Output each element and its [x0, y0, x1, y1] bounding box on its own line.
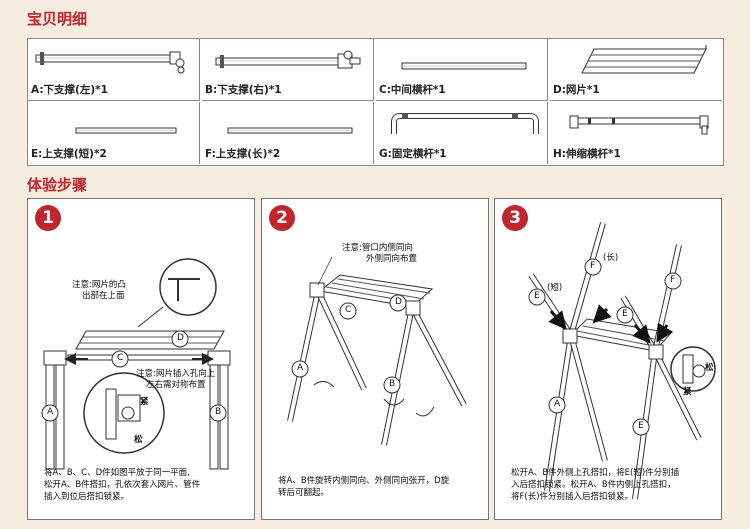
- part-e-illustration: [75, 127, 177, 134]
- step-1-label-a: A: [47, 407, 54, 417]
- part-label-h: H:伸缩横杆*1: [553, 148, 621, 160]
- step-1-note-2a: 注意:网片插入孔向上: [136, 369, 216, 379]
- step-3-label-f-tag: (长): [603, 253, 619, 263]
- step-1-illustration: [41, 258, 231, 470]
- part-cell-f: F:上支撑(长)*2: [202, 102, 374, 164]
- part-label-b: B:下支撑(右)*1: [205, 84, 282, 96]
- step-3-label-e-2: E: [622, 309, 628, 319]
- part-label-f: F:上支撑(长)*2: [205, 148, 281, 160]
- part-label-d: D:网片*1: [553, 84, 600, 96]
- step-3-label-e-1: E: [534, 291, 540, 301]
- step-3-label-f-2: F: [670, 275, 676, 285]
- part-b-illustration: [215, 50, 361, 69]
- step-1-label-tight: 紧: [140, 397, 149, 407]
- step-2-note-2: 外侧同向布置: [366, 254, 418, 264]
- step-2-note-1: 注意:管口内侧同向: [342, 243, 413, 253]
- step-3-label-tight: 紧: [683, 387, 692, 397]
- step-1-note-1b: 出部在上面: [82, 291, 125, 301]
- step-2-label-b: B: [389, 379, 396, 389]
- part-cell-e: E:上支撑(短)*2: [28, 102, 200, 164]
- part-h-illustration: [569, 115, 709, 135]
- part-cell-c: C:中间横杆*1: [376, 39, 548, 101]
- step-2-label-d: D: [395, 297, 402, 307]
- step-1-description: 将A、B、C、D件如图平放于同一平面, 松开A、B件搭扣，孔依次套入网片、管件 …: [44, 468, 201, 502]
- step-1-note-1a: 注意:网片的凸: [72, 280, 126, 290]
- part-g-illustration: [391, 113, 539, 134]
- step-2-label-c: C: [345, 305, 352, 315]
- part-d-illustration: [581, 45, 707, 74]
- step-2-label-a: A: [297, 363, 304, 373]
- part-cell-a: A:下支撑(左)*1: [28, 39, 200, 101]
- step-1-label-b: B: [215, 407, 222, 417]
- part-label-e: E:上支撑(短)*2: [31, 148, 107, 160]
- part-cell-d: D:网片*1: [550, 39, 722, 101]
- part-label-g: G:固定横杆*1: [379, 148, 447, 160]
- step-3-label-e-3: E: [638, 421, 644, 431]
- step-3-label-a: A: [554, 399, 561, 409]
- step-3-label-e-tag: (短): [547, 283, 563, 293]
- step-1-label-c: C: [117, 353, 124, 363]
- step-3-badge: 3: [502, 205, 528, 231]
- parts-section-title: 宝贝明细: [27, 10, 88, 28]
- step-1-label-loose: 松: [134, 435, 143, 445]
- step-2-panel: 2 注意:管口内侧同向 外侧同向布置 C D A B 将A、B件旋转内侧同向、外…: [261, 198, 489, 520]
- step-2-illustration: [287, 256, 467, 446]
- step-1-note-2b: 左右需对称布置: [146, 380, 206, 390]
- step-2-badge: 2: [269, 205, 295, 231]
- part-c-illustration: [401, 62, 527, 70]
- part-f-illustration: [227, 127, 353, 134]
- step-2-description: 将A、B件旋转内侧同向、外侧同向张开，D旋 转后可翻起。: [278, 476, 450, 498]
- step-1-badge: 1: [35, 205, 61, 231]
- part-cell-h: H:伸缩横杆*1: [550, 102, 722, 164]
- parts-table: A:下支撑(左)*1 B:下支撑(右)*1 C:中间横杆*1 D:网片*1: [27, 38, 724, 166]
- part-label-a: A:下支撑(左)*1: [31, 84, 108, 96]
- step-1-label-d: D: [177, 333, 184, 343]
- steps-section-title: 体验步骤: [27, 176, 88, 194]
- part-label-c: C:中间横杆*1: [379, 84, 446, 96]
- part-a-illustration: [35, 51, 185, 74]
- step-3-label-f-1: F: [590, 261, 596, 271]
- step-1-panel: 1 注意:网片的凸 出部在上面 注意:网片插入: [27, 198, 255, 520]
- step-3-illustration: [528, 222, 716, 500]
- step-3-description: 松开A、B件外侧上孔搭扣，将E(短)件分别插 入后搭扣锁紧。松开A、B件内侧上孔…: [511, 468, 680, 502]
- part-cell-g: G:固定横杆*1: [376, 102, 548, 164]
- part-cell-b: B:下支撑(右)*1: [202, 39, 374, 101]
- step-3-panel: 3: [494, 198, 722, 520]
- step-3-label-loose: 松: [705, 363, 714, 373]
